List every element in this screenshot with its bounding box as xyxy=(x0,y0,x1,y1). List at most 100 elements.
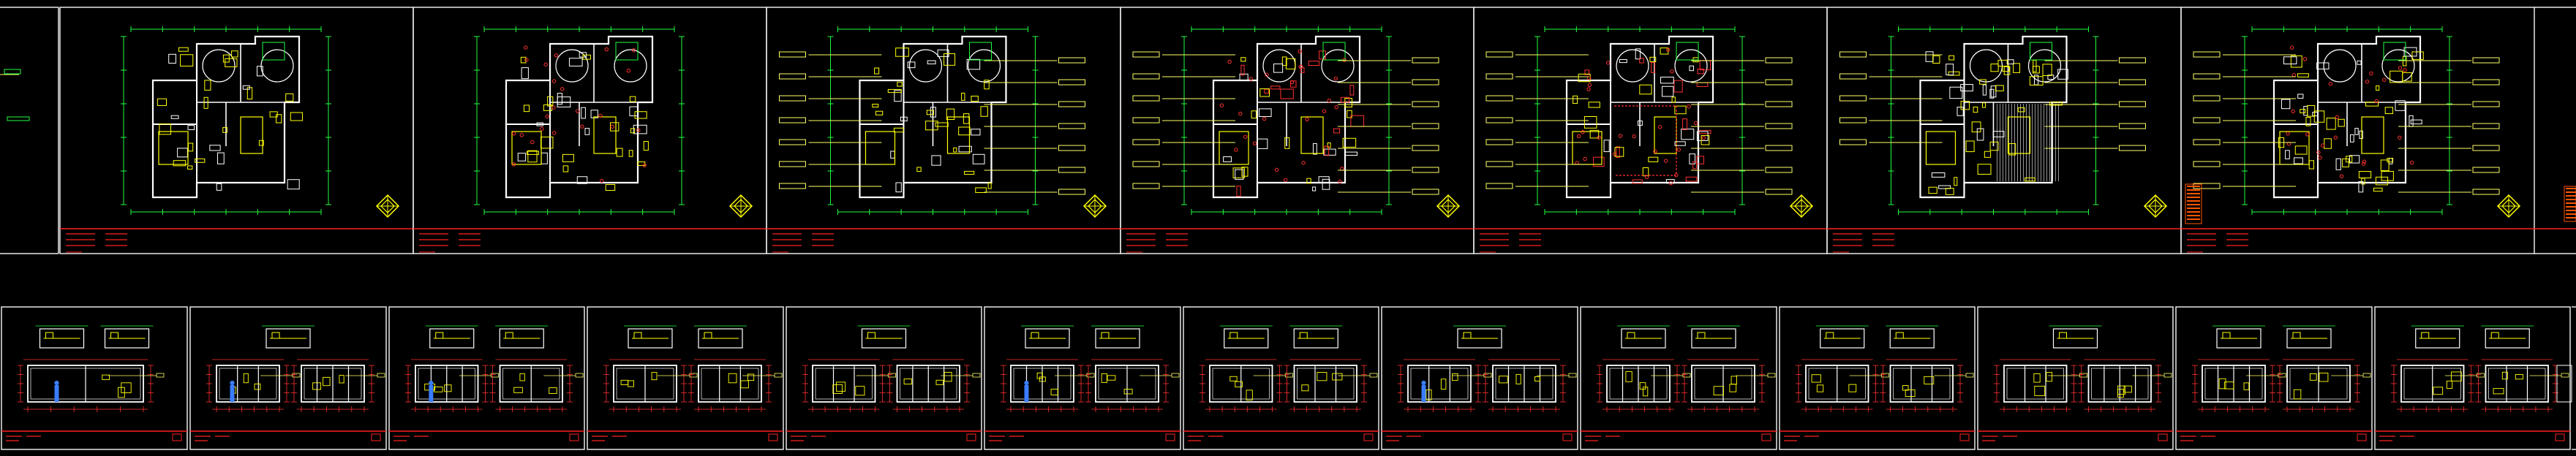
plan-sheet xyxy=(1120,7,1475,254)
scale-figure xyxy=(429,380,434,402)
title-block xyxy=(195,433,381,441)
title-block xyxy=(419,233,481,253)
floor-plan xyxy=(474,26,685,215)
elevation-views xyxy=(1398,359,1577,412)
floor-plan xyxy=(1839,26,2146,215)
title-block xyxy=(66,233,127,253)
leader-annotations xyxy=(778,51,1085,195)
title-block xyxy=(1833,233,1894,253)
floor-plan xyxy=(1485,26,1793,215)
key-plans xyxy=(857,325,911,349)
partial-elevation-right xyxy=(2556,306,2576,450)
elevation-views xyxy=(1597,359,1776,412)
compass-rose xyxy=(2143,194,2168,218)
title-block xyxy=(2187,233,2248,253)
elevation-views xyxy=(1796,359,1974,412)
elevation-sheet xyxy=(1779,306,1976,450)
top-row-sheets xyxy=(0,7,2576,254)
compass-rose xyxy=(1082,194,1107,218)
leader-annotations xyxy=(2193,51,2500,195)
elevation-sheet xyxy=(984,306,1181,450)
compass-rose xyxy=(1789,194,1814,218)
elevation-sheet xyxy=(1977,306,2174,450)
floor-plan xyxy=(778,26,1085,215)
electrical-symbols xyxy=(511,45,647,183)
elevation-sheet xyxy=(1,306,188,450)
key-plans xyxy=(2212,325,2335,349)
title-block xyxy=(1982,433,2168,441)
plan-sheet xyxy=(413,7,767,254)
title-block xyxy=(1386,433,1573,441)
elevation-views xyxy=(1200,359,1378,412)
leader-annotations xyxy=(1132,51,1439,195)
compass-rose xyxy=(728,194,753,218)
title-block xyxy=(6,433,182,441)
electrical-symbols xyxy=(1219,49,1347,184)
partial-sheet-left xyxy=(0,7,59,254)
elevation-sheet xyxy=(786,306,982,450)
elevation-views xyxy=(18,359,165,412)
furniture-symbols xyxy=(157,42,303,191)
floor-plan xyxy=(1132,26,1439,215)
elevation-views xyxy=(405,359,584,412)
floor-plan xyxy=(2193,26,2500,215)
elevation-views xyxy=(2192,359,2371,412)
elevation-sheet xyxy=(388,306,585,450)
elevation-views xyxy=(603,359,783,412)
furniture-symbols xyxy=(865,42,992,193)
electrical-symbols xyxy=(1575,48,1706,186)
plan-sheet xyxy=(1826,7,2182,254)
plan-sheet xyxy=(766,7,1121,254)
title-block xyxy=(592,433,778,441)
key-plans xyxy=(1815,325,1939,349)
compass-rose xyxy=(375,194,400,218)
elevation-sheet xyxy=(587,306,784,450)
elevation-views xyxy=(1994,359,2172,412)
title-block xyxy=(1126,233,1188,253)
legend-table xyxy=(2185,183,2202,224)
scale-figure xyxy=(1024,380,1029,402)
key-plans xyxy=(262,325,315,349)
elevation-sheet xyxy=(1580,306,1777,450)
plan-sheet xyxy=(2180,7,2535,254)
key-plans xyxy=(1617,325,1740,349)
title-block xyxy=(1784,433,1970,441)
scale-figure xyxy=(1421,380,1426,402)
key-plans xyxy=(1021,325,1144,349)
scale-figure xyxy=(230,380,235,402)
compass-rose xyxy=(2496,194,2521,218)
key-plans xyxy=(624,325,747,349)
title-block xyxy=(791,433,976,441)
furniture-symbols xyxy=(1572,42,1711,184)
key-plans xyxy=(35,325,154,349)
elevation-sheet xyxy=(189,306,387,450)
furniture-symbols xyxy=(1925,42,2068,195)
elevation-sheet xyxy=(1183,306,1379,450)
bottom-row-sheets xyxy=(1,306,2576,450)
title-block xyxy=(772,233,834,253)
title-block xyxy=(1585,433,1771,441)
title-block xyxy=(1480,233,1541,253)
title-block xyxy=(2180,433,2367,441)
floor-plan xyxy=(121,26,332,215)
compass-rose xyxy=(1436,194,1461,218)
plan-sheet xyxy=(1473,7,1828,254)
key-plans xyxy=(2411,325,2534,349)
key-plans xyxy=(425,325,549,349)
leader-annotations xyxy=(1839,51,2146,151)
title-block xyxy=(989,433,1175,441)
elevation-views xyxy=(2391,359,2569,412)
furniture-symbols xyxy=(511,42,649,191)
key-plans xyxy=(1453,325,1506,349)
elevation-sheet xyxy=(2374,306,2571,450)
elevation-views xyxy=(1001,359,1180,412)
furniture-symbols xyxy=(1219,42,1365,197)
floor-hatch xyxy=(1997,104,2059,181)
partial-sheet-right xyxy=(2534,7,2576,254)
leader-annotations xyxy=(1485,51,1793,195)
key-plans xyxy=(2049,325,2102,349)
title-block xyxy=(2379,433,2565,441)
plan-sheet xyxy=(59,7,414,254)
elevation-views xyxy=(206,359,385,412)
